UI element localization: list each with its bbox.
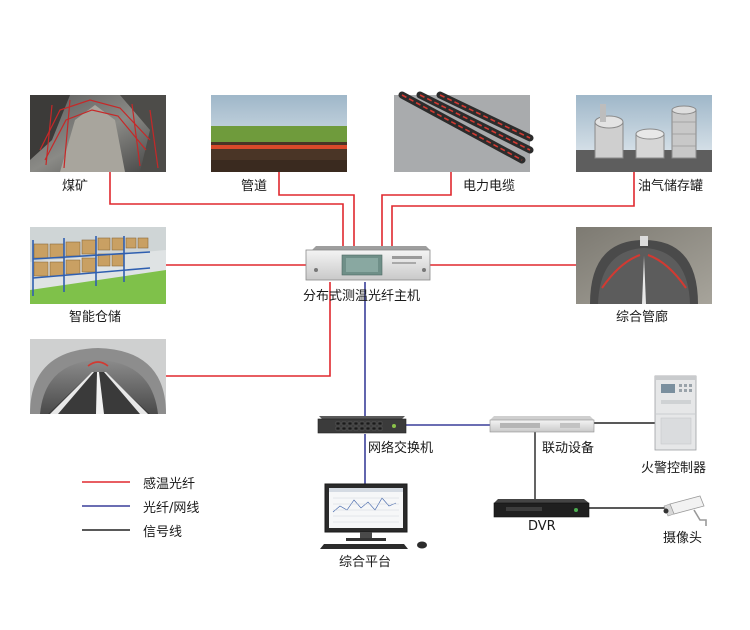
dvr-device <box>493 499 590 518</box>
label-linkage-device: 联动设备 <box>542 441 595 456</box>
label-smart-warehouse: 智能仓储 <box>69 310 122 325</box>
oil-gas-tanks-image <box>576 95 712 172</box>
signal-lines <box>534 422 672 509</box>
camera-device <box>663 495 707 526</box>
label-camera: 摄像头 <box>663 531 703 546</box>
fire-alarm-controller-device <box>654 375 697 451</box>
fiber-network-lines <box>364 282 490 485</box>
label-platform: 综合平台 <box>339 555 392 570</box>
label-coal-mine: 煤矿 <box>62 179 89 194</box>
highway-tunnel-image <box>30 339 166 414</box>
sensing-fiber-lines <box>109 172 635 377</box>
power-cable-image <box>394 91 534 172</box>
label-utility-tunnel: 综合管廊 <box>616 310 669 325</box>
label-fire-alarm-controller: 火警控制器 <box>641 461 707 476</box>
dts-host-device <box>305 246 431 281</box>
label-dvr: DVR <box>528 519 556 534</box>
platform-computer <box>320 483 427 549</box>
label-dts-host: 分布式测温光纤主机 <box>303 289 421 304</box>
label-power-cable: 电力电缆 <box>463 179 516 194</box>
utility-tunnel-image <box>576 227 712 304</box>
legend-label-sensing-fiber: 感温光纤 <box>143 477 196 492</box>
network-switch-device <box>317 416 407 434</box>
label-oil-gas-storage: 油气储存罐 <box>638 179 704 194</box>
linkage-device <box>489 416 595 433</box>
legend-label-signal: 信号线 <box>143 525 183 540</box>
label-pipeline: 管道 <box>241 179 268 194</box>
legend-label-fiber-network: 光纤/网线 <box>143 501 200 516</box>
coal-mine-image <box>30 95 166 172</box>
smart-warehouse-image <box>30 227 166 304</box>
label-network-switch: 网络交换机 <box>368 441 434 456</box>
legend-swatches <box>82 481 130 531</box>
pipeline-image <box>211 95 347 172</box>
